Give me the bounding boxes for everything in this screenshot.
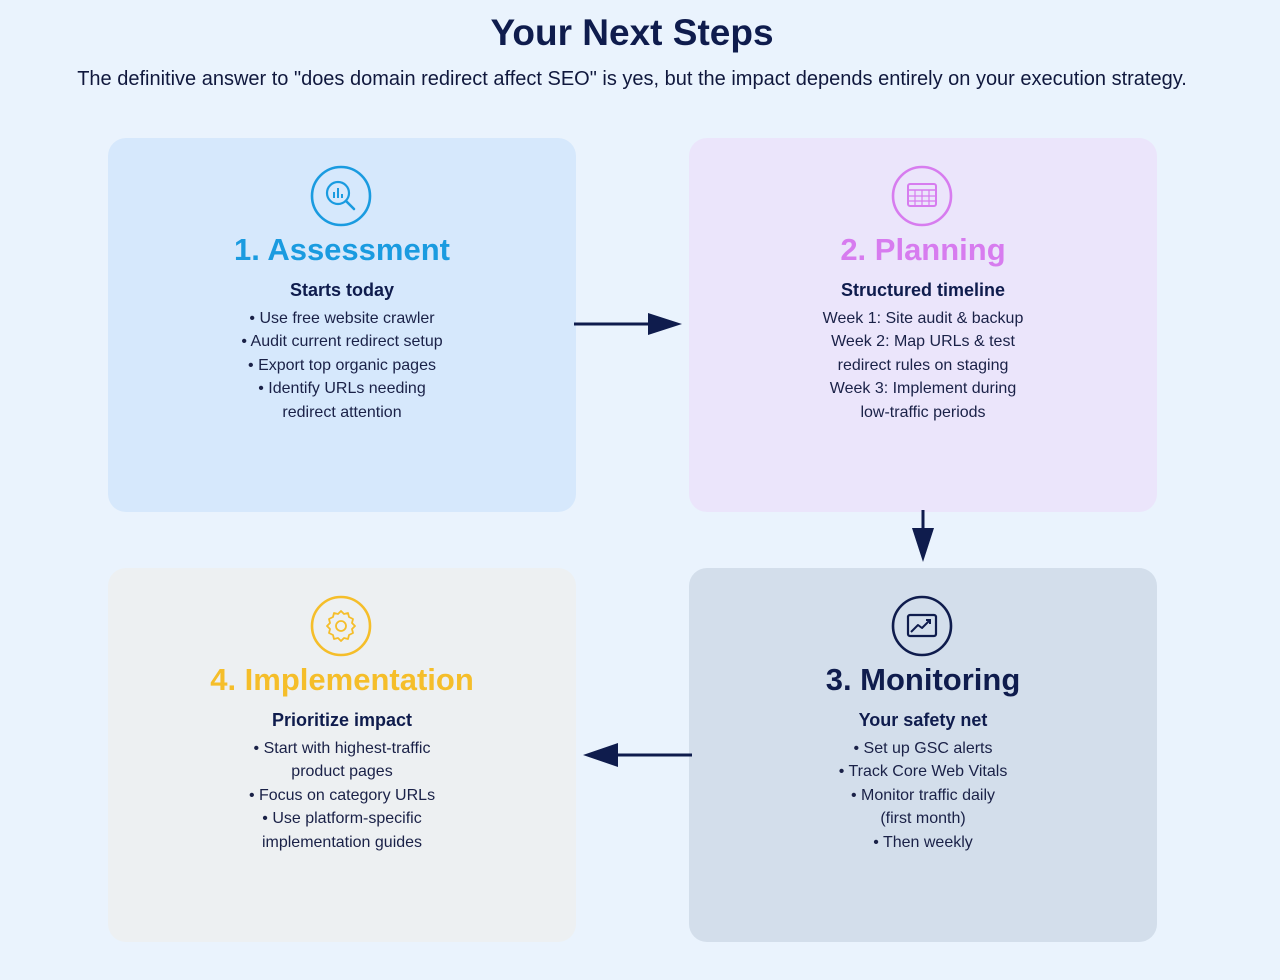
step-list: • Set up GSC alerts • Track Core Web Vit… — [689, 737, 1157, 854]
page-subtitle: The definitive answer to "does domain re… — [77, 68, 1187, 90]
step-list-item: product pages — [291, 763, 393, 781]
step-list: • Start with highest-traffic product pag… — [108, 737, 576, 854]
step-list-item: • Use platform-specific — [262, 810, 422, 828]
calendar-grid-icon — [891, 165, 953, 227]
step-list-item: • Start with highest-traffic — [253, 740, 431, 757]
arrow-down-icon — [912, 510, 934, 562]
step-list-item: redirect attention — [282, 403, 402, 421]
step-list: Week 1: Site audit & backup Week 2: Map … — [689, 307, 1157, 424]
page-title: Your Next Steps — [490, 12, 774, 53]
step-list: • Use free website crawler • Audit curre… — [108, 307, 576, 424]
step-list-item: Week 2: Map URLs & test — [831, 333, 1015, 351]
step-card-planning: 2. Planning Structured timeline Week 1: … — [689, 138, 1157, 512]
step-subtitle: Your safety net — [858, 710, 988, 730]
arrow-right-icon — [574, 313, 682, 335]
step-title: 1. Assessment — [234, 232, 450, 267]
step-list-item: • Use free website crawler — [249, 310, 435, 327]
step-list-item: implementation guides — [261, 833, 423, 851]
step-title: 3. Monitoring — [825, 662, 1021, 697]
arrow-left-icon — [583, 743, 692, 767]
step-card-assessment: 1. Assessment Starts today • Use free we… — [108, 138, 576, 512]
step-list-item: • Identify URLs needing — [258, 380, 426, 398]
step-subtitle: Prioritize impact — [271, 710, 413, 730]
step-list-item: (first month) — [880, 810, 966, 828]
step-list-item: • Focus on category URLs — [248, 786, 436, 804]
step-list-item: Week 1: Site audit & backup — [822, 310, 1024, 327]
step-list-item: Week 3: Implement during — [829, 380, 1017, 398]
gear-icon — [310, 595, 372, 657]
step-list-item: • Then weekly — [873, 833, 973, 851]
step-subtitle: Starts today — [289, 280, 395, 300]
trend-chart-icon — [891, 595, 953, 657]
step-list-item: • Audit current redirect setup — [241, 333, 443, 351]
step-subtitle: Structured timeline — [840, 280, 1006, 300]
step-list-item: • Monitor traffic daily — [850, 786, 996, 804]
magnifier-chart-icon — [310, 165, 372, 227]
step-list-item: low-traffic periods — [860, 403, 986, 421]
step-list-item: • Track Core Web Vitals — [838, 763, 1008, 781]
step-title: 2. Planning — [840, 232, 1006, 267]
step-title: 4. Implementation — [210, 662, 474, 697]
step-card-implementation: 4. Implementation Prioritize impact • St… — [108, 568, 576, 942]
step-list-item: • Set up GSC alerts — [853, 740, 993, 757]
step-card-monitoring: 3. Monitoring Your safety net • Set up G… — [689, 568, 1157, 942]
step-list-item: • Export top organic pages — [248, 356, 436, 374]
step-list-item: redirect rules on staging — [837, 356, 1009, 374]
